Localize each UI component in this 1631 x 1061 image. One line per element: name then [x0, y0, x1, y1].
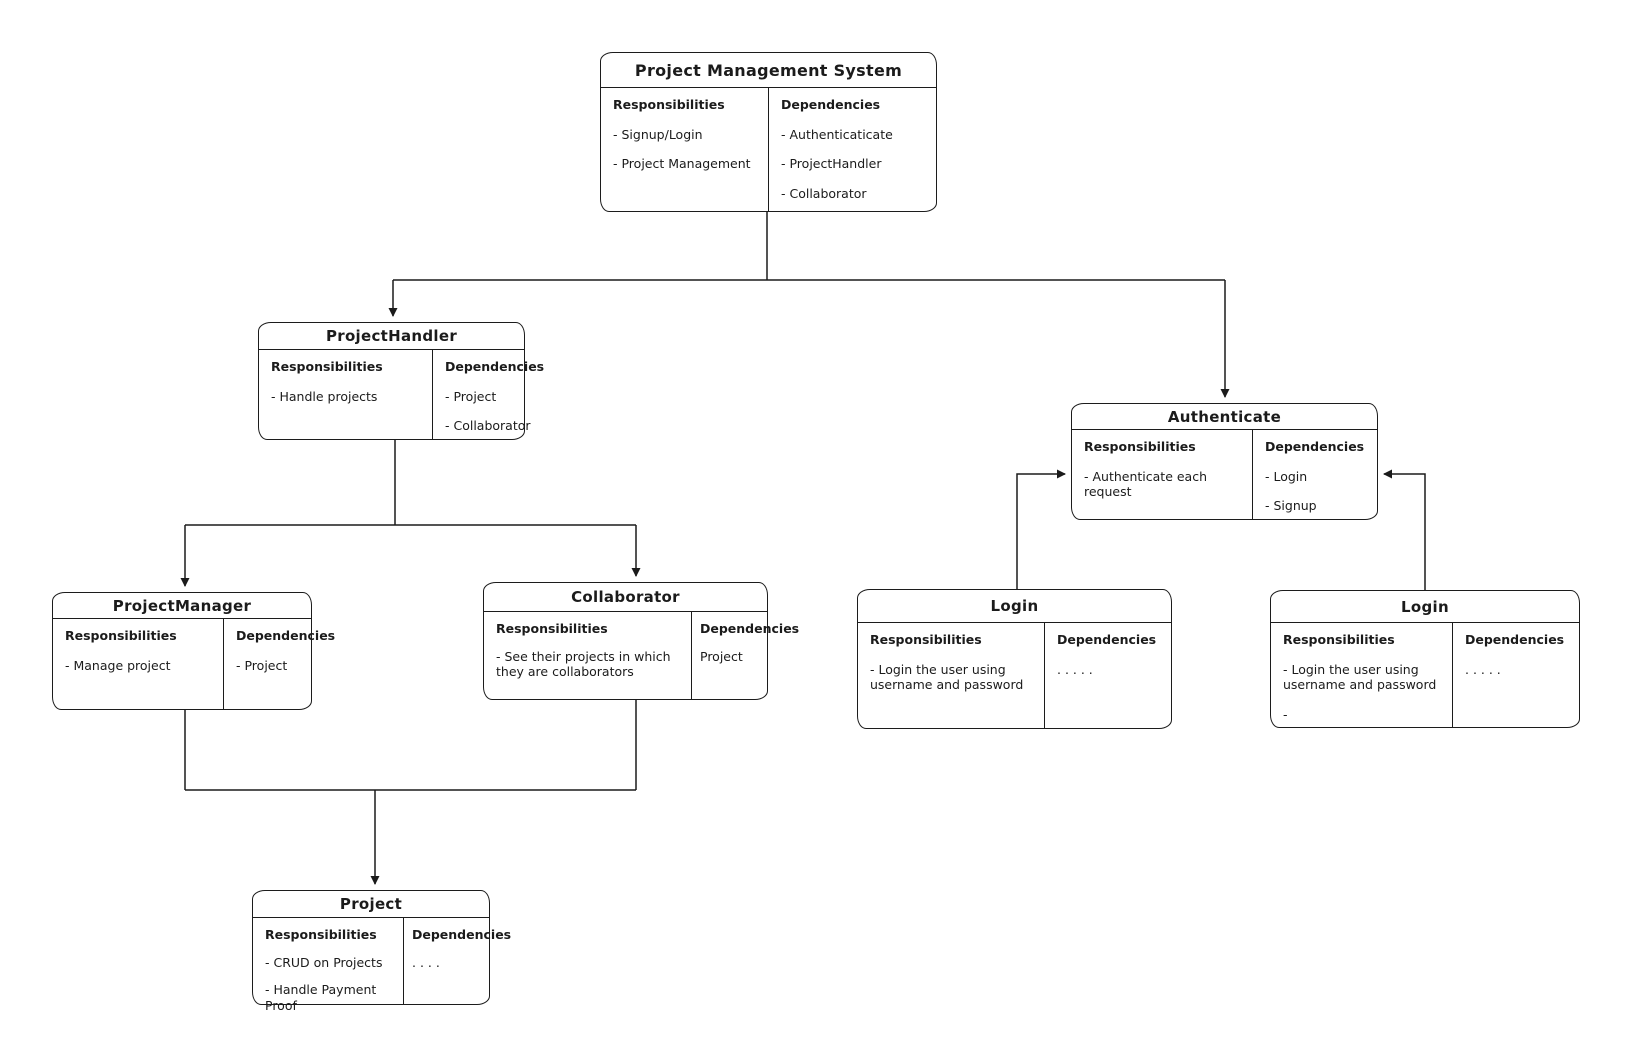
- dependency-item: . . . . .: [1057, 661, 1093, 677]
- responsibility-item: - Login the user using username and pass…: [870, 661, 1024, 693]
- responsibilities-header: Responsibilities: [1084, 439, 1196, 454]
- dependency-item: - Login: [1265, 468, 1308, 484]
- dependency-item: - ProjectHandler: [781, 156, 882, 172]
- dependency-item: - Authenticaticate: [781, 126, 893, 142]
- card-projecthandler[interactable]: ProjectHandler Responsibilities - Handle…: [258, 322, 544, 440]
- connector-pms-trunk[interactable]: [393, 212, 1225, 281]
- dependencies-header: Dependencies: [236, 628, 336, 643]
- connector-login-right-to-authenticate[interactable]: [1383, 469, 1426, 590]
- dependencies-header: Dependencies: [412, 927, 512, 942]
- card-title: Project: [253, 891, 489, 918]
- dependencies-header: Dependencies: [1265, 439, 1365, 454]
- responsibility-item: - See their projects in which they are c…: [496, 648, 671, 680]
- responsibilities-header: Responsibilities: [65, 628, 177, 643]
- card-project[interactable]: Project Responsibilities - CRUD on Proje…: [252, 890, 511, 1013]
- connector-managers-to-project[interactable]: [184, 700, 637, 884]
- responsibility-item: - Authenticate each request: [1084, 468, 1208, 500]
- card-title: ProjectManager: [53, 593, 311, 619]
- responsibility-item: - Handle projects: [271, 388, 378, 404]
- responsibility-item: - Login the user using username and pass…: [1283, 661, 1437, 693]
- dependencies-header: Dependencies: [1057, 632, 1157, 647]
- responsibility-item: - Signup/Login: [613, 126, 703, 142]
- responsibilities-header: Responsibilities: [265, 927, 377, 942]
- card-title: Login: [858, 590, 1171, 623]
- responsibility-item: - CRUD on Projects: [265, 954, 383, 970]
- dependency-item: - Project: [445, 388, 497, 404]
- dependency-item: - Collaborator: [445, 418, 531, 434]
- dependency-item: - Project: [236, 657, 288, 673]
- card-title: Login: [1271, 591, 1579, 623]
- card-title: ProjectHandler: [259, 323, 524, 350]
- card-authenticate[interactable]: Authenticate Responsibilities - Authenti…: [1071, 403, 1378, 520]
- card-login-left[interactable]: Login Responsibilities - Login the user …: [857, 589, 1172, 729]
- dependencies-header: Dependencies: [445, 359, 545, 374]
- card-collaborator[interactable]: Collaborator Responsibilities - See thei…: [483, 582, 799, 700]
- connector-login-left-to-authenticate[interactable]: [1016, 469, 1066, 589]
- dependency-item: - Collaborator: [781, 185, 867, 201]
- dependency-item: - Signup: [1265, 498, 1317, 514]
- responsibilities-header: Responsibilities: [870, 632, 982, 647]
- responsibility-item: - Project Management: [613, 156, 751, 172]
- responsibilities-header: Responsibilities: [1283, 632, 1395, 647]
- responsibilities-header: Responsibilities: [496, 621, 608, 636]
- dependency-item: Project: [700, 648, 743, 664]
- card-title: Collaborator: [484, 583, 767, 612]
- responsibilities-header: Responsibilities: [271, 359, 383, 374]
- dependency-item: . . . . .: [1465, 661, 1501, 677]
- card-project-management-system[interactable]: Project Management System Responsibiliti…: [600, 52, 937, 212]
- connector-projecthandler-trunk[interactable]: [185, 440, 636, 526]
- dependencies-header: Dependencies: [700, 621, 800, 636]
- responsibility-item: - Manage project: [65, 657, 171, 673]
- dependencies-header: Dependencies: [1465, 632, 1565, 647]
- responsibility-item: -: [1283, 706, 1288, 722]
- responsibilities-header: Responsibilities: [613, 97, 725, 112]
- responsibility-item: - Handle Payment Proof: [265, 982, 377, 1013]
- card-title: Project Management System: [601, 53, 936, 88]
- dependencies-header: Dependencies: [781, 97, 881, 112]
- card-projectmanager[interactable]: ProjectManager Responsibilities - Manage…: [52, 592, 335, 710]
- card-login-right[interactable]: Login Responsibilities - Login the user …: [1270, 590, 1580, 728]
- dependency-item: . . . .: [412, 954, 440, 970]
- card-title: Authenticate: [1072, 404, 1377, 430]
